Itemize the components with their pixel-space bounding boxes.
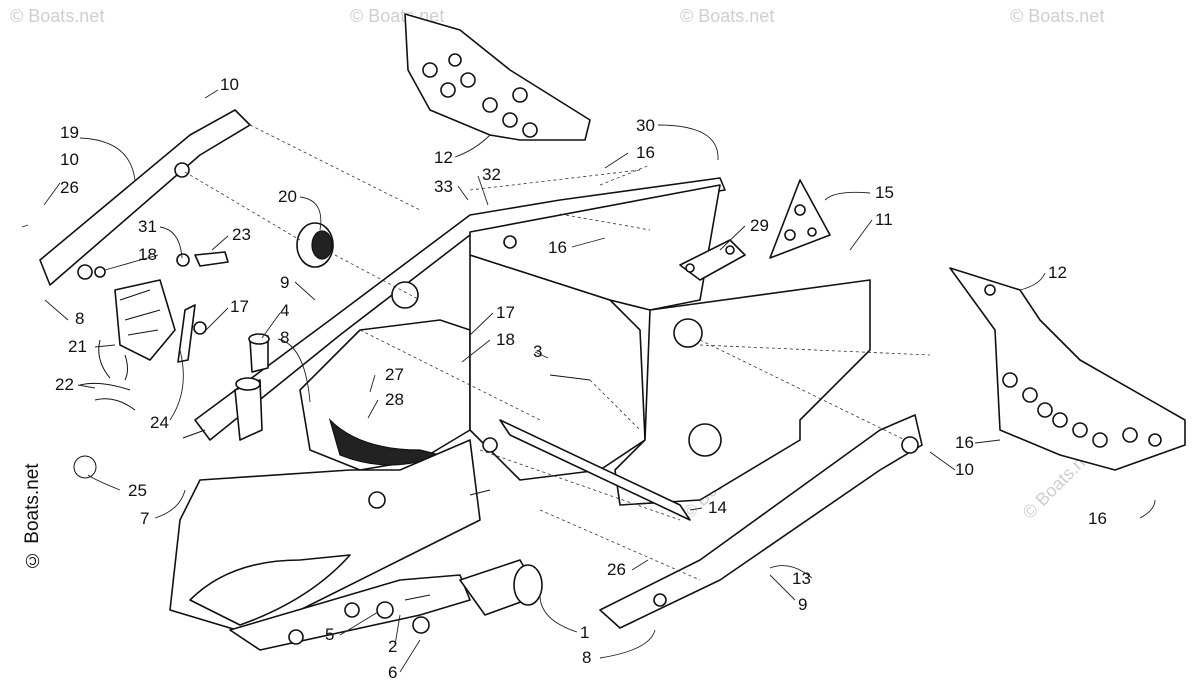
oil-pump-assembly [77,251,229,411]
callout-label: 13 [792,569,811,588]
callout-label: 28 [385,390,404,409]
callout-label: 4 [280,301,289,320]
callout-label: 6 [388,663,397,682]
callout-label: 10 [955,460,974,479]
callout-label: 26 [607,560,626,579]
callout-label: 10 [60,150,79,169]
callout-label: 16 [636,143,655,162]
leader-lines [21,89,1156,673]
chassis-frame [169,177,923,651]
callout-label: 24 [150,413,169,432]
callout-label: 9 [798,595,807,614]
callout-label: 30 [636,116,655,135]
callout-label: 3 [533,342,542,361]
callout-label: 27 [385,365,404,384]
callout-label: 22 [55,375,74,394]
callout-label: 8 [75,309,84,328]
callout-label: 25 [128,481,147,500]
side-watermark: © Boats.net [22,463,43,570]
callout-label: 10 [220,75,239,94]
callout-label: 31 [138,217,157,236]
top-skid-plate [404,13,591,141]
callout-label: 19 [60,123,79,142]
callout-label: 5 [325,625,334,644]
callout-label: 32 [482,165,501,184]
callout-label: 21 [68,337,87,356]
callout-labels: 10 19 10 26 31 18 23 20 9 4 8 17 8 21 22… [55,75,1107,682]
right-skid-plate [949,267,1186,471]
callout-label: 29 [750,216,769,235]
callout-label: 26 [60,178,79,197]
callout-label: 15 [875,183,894,202]
callout-label: 9 [280,273,289,292]
callout-label: 16 [955,433,974,452]
callout-label: 16 [1088,509,1107,528]
callout-label: 33 [434,177,453,196]
callout-label: 2 [388,637,397,656]
watermark: © Boats.net [680,6,774,26]
callout-label: 20 [278,187,297,206]
callout-label: 17 [230,297,249,316]
callout-label: 11 [875,210,893,229]
callout-label: 8 [582,648,591,667]
triangle-bracket [769,179,831,259]
mount-bracket [679,239,746,281]
hose-clamp [73,455,97,479]
assembly-lines [184,124,931,581]
callout-label: 12 [434,148,453,167]
watermark: © Boats.net [1010,6,1104,26]
callout-label: 16 [548,238,567,257]
coupler-disc [296,222,334,268]
callout-label: 1 [580,623,589,642]
callout-label: 23 [232,225,251,244]
callout-label: 8 [280,328,289,347]
callout-label: 12 [1048,263,1067,282]
watermark: © Boats.net [10,6,104,26]
callout-label: 18 [496,330,515,349]
callout-label: 17 [496,303,515,322]
callout-label: 18 [138,245,157,264]
callout-label: 14 [708,498,727,517]
callout-label: 7 [140,509,149,528]
